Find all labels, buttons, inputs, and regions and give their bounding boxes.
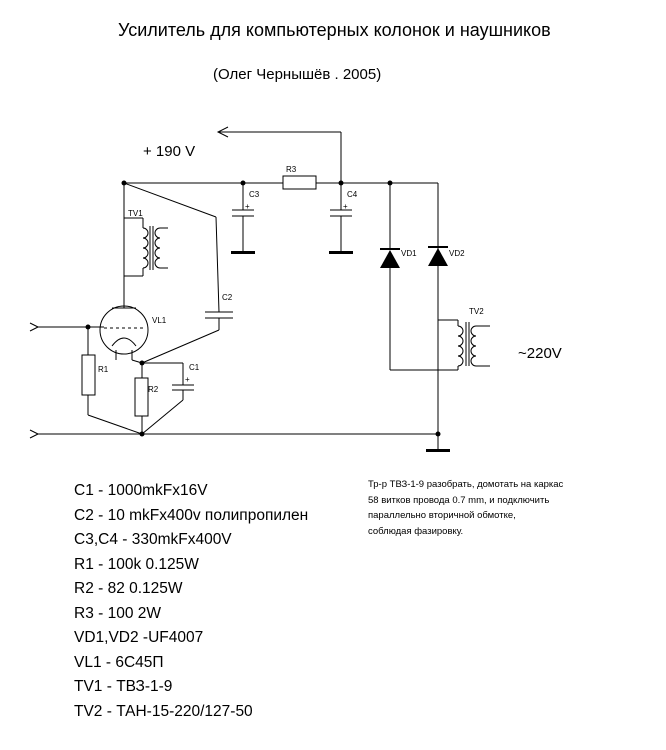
parts-list-item: VD1,VD2 -UF4007	[74, 629, 204, 646]
parts-list: C1 - 1000mkFx16V C2 - 10 mkFx400v полипр…	[74, 479, 308, 724]
parts-list-item: TV1 - ТВЗ-1-9	[74, 678, 173, 695]
parts-list-item: R3 - 100 2W	[74, 604, 162, 622]
ref-vd1: VD1	[401, 249, 417, 258]
parts-list-item: VL1 - 6C45П	[74, 653, 164, 671]
ref-vd2: VD2	[449, 249, 465, 258]
note-line: Тр-р ТВЗ-1-9 разобрать, домотать на карк…	[368, 479, 564, 490]
note-line: 58 витков провода 0.7 mm, и подключить	[368, 494, 550, 506]
note-line: параллельно вторичной обмотке,	[368, 510, 516, 521]
parts-list-item: R1 - 100k 0.125W	[74, 555, 199, 573]
ref-r1: R1	[98, 365, 109, 374]
parts-list-item: C2 - 10 mkFx400v полипропилен	[74, 506, 309, 524]
note-line: соблюдая фазировку.	[368, 525, 464, 537]
parts-list-item: R2 - 82 0.125W	[74, 580, 183, 597]
ref-c2: C2	[222, 293, 233, 302]
c4-plus: +	[343, 202, 348, 211]
ref-c4: C4	[347, 190, 358, 199]
ref-r3: R3	[286, 165, 297, 174]
c1-plus: +	[185, 375, 190, 384]
mains-voltage-label: ~220V	[518, 345, 562, 362]
parts-list-item: C3,C4 - 330mkFx400V	[74, 531, 232, 548]
ref-c1: C1	[189, 363, 200, 372]
ref-tv2: TV2	[469, 307, 484, 316]
diagram-author: (Олег Чернышёв . 2005)	[213, 66, 382, 83]
transformer-note: Тр-р ТВЗ-1-9 разобрать, домотать на карк…	[368, 477, 563, 539]
ref-vl1: VL1	[152, 316, 167, 325]
ref-tv1: TV1	[128, 209, 143, 218]
ref-c3: C3	[249, 190, 260, 199]
parts-list-item: C1 - 1000mkFx16V	[74, 482, 208, 499]
supply-voltage-label: + 190 V	[143, 143, 195, 160]
c3-plus: +	[245, 202, 250, 211]
diagram-title: Усилитель для компьютерных колонок и нау…	[118, 20, 551, 40]
schematic: + 190 V ~220V R3 C3 + C4 + TV1 C2 VL1 R1…	[29, 126, 562, 452]
ref-r2: R2	[148, 385, 159, 394]
parts-list-item: TV2 - ТАН-15-220/127-50	[74, 702, 253, 720]
